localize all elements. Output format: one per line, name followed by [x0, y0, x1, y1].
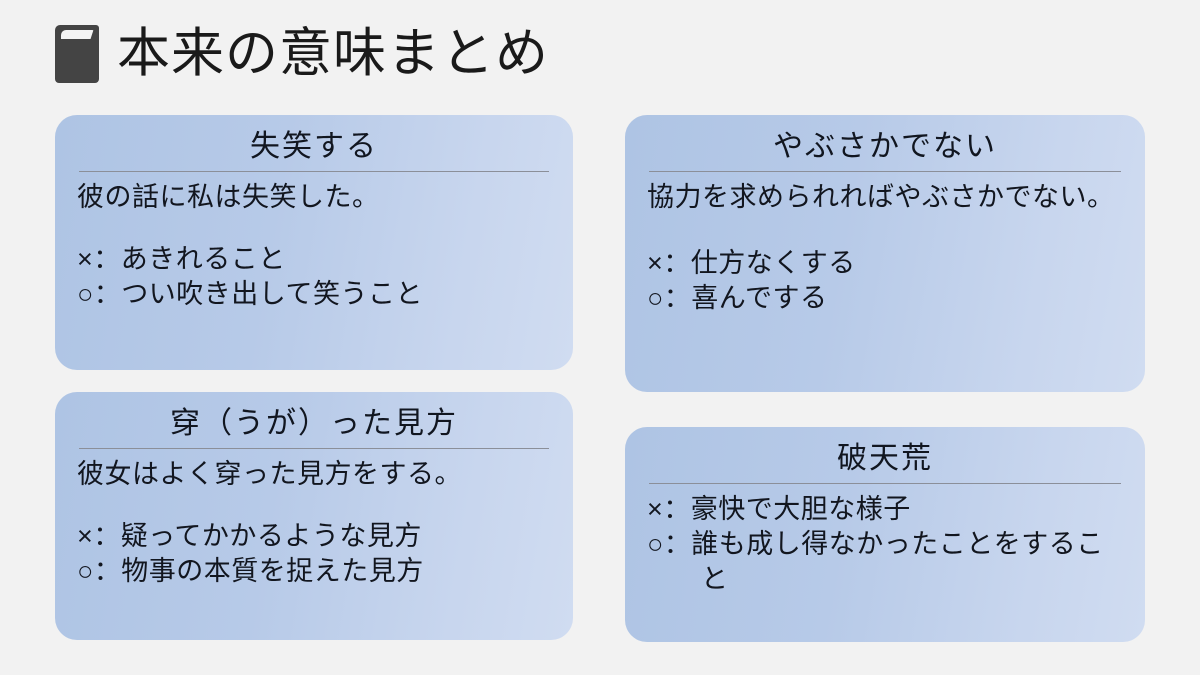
- card-wrong-meaning: ×：疑ってかかるような見方: [77, 520, 422, 551]
- card-divider: [649, 483, 1121, 484]
- card-correct-meaning: ○：つい吹き出して笑うこと: [77, 279, 423, 309]
- card-example-sentence: 彼女はよく穿った見方をする。: [77, 459, 462, 489]
- card-correct-meaning: ○：喜んでする: [647, 283, 828, 313]
- term-card: 破天荒 ×：豪快で大胆な様子 ○：誰も成し得なかったことをすること: [625, 427, 1145, 642]
- card-wrong-meaning: ×：仕方なくする: [647, 247, 856, 278]
- term-card: 失笑する 彼の話に私は失笑した。 ×：あきれること ○：つい吹き出して笑うこと: [55, 115, 573, 370]
- term-card: やぶさかでない 協力を求められればやぶさかでない。 ×：仕方なくする ○：喜んで…: [625, 115, 1145, 392]
- card-meanings: ×：仕方なくする ○：喜んでする: [647, 246, 1123, 316]
- card-wrong-meaning: ×：あきれること: [77, 243, 286, 274]
- card-correct-meaning: ○：誰も成し得なかったことをすること: [647, 529, 1104, 595]
- card-meanings: ×：豪快で大胆な様子 ○：誰も成し得なかったことをすること: [647, 492, 1123, 597]
- slide-header: 本来の意味まとめ: [55, 14, 549, 94]
- book-icon: [55, 25, 99, 83]
- card-title: 穿（うが）った見方: [170, 407, 458, 440]
- card-meanings: ×：あきれること ○：つい吹き出して笑うこと: [77, 242, 551, 312]
- card-divider: [79, 171, 549, 172]
- card-example-sentence: 彼の話に私は失笑した。: [77, 182, 380, 212]
- card-title: やぶさかでない: [773, 130, 997, 163]
- book-icon-pages: [61, 30, 94, 39]
- card-correct-meaning: ○：物事の本質を捉えた見方: [77, 556, 424, 586]
- card-divider: [649, 171, 1121, 172]
- card-wrong-meaning: ×：豪快で大胆な様子: [647, 494, 911, 524]
- page-title: 本来の意味まとめ: [117, 24, 549, 83]
- card-example-sentence: 協力を求められればやぶさかでない。: [647, 182, 1115, 212]
- card-meanings: ×：疑ってかかるような見方 ○：物事の本質を捉えた見方: [77, 519, 551, 589]
- term-card: 穿（うが）った見方 彼女はよく穿った見方をする。 ×：疑ってかかるような見方 ○…: [55, 392, 573, 640]
- card-title: 失笑する: [250, 130, 378, 163]
- card-title: 破天荒: [837, 442, 933, 475]
- card-divider: [79, 448, 549, 449]
